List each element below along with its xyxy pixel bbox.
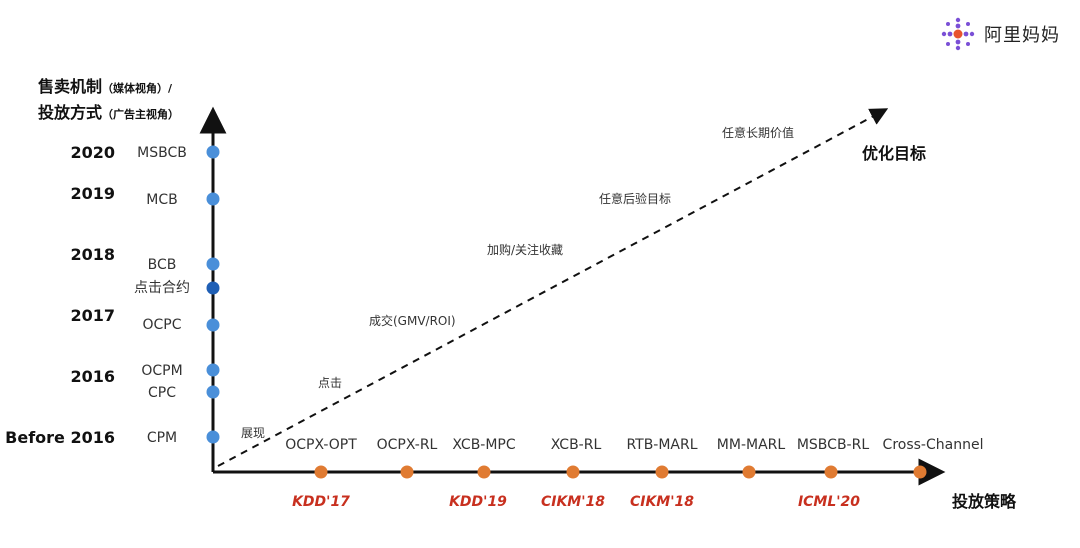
mechanism-dot [206, 281, 220, 295]
strategy-dot [913, 465, 927, 479]
year-label: 2018 [70, 245, 115, 264]
objective-arrow [217, 108, 889, 467]
svg-text:投放方式（广告主视角）: 投放方式（广告主视角） [38, 103, 179, 122]
mechanism-label: CPC [148, 385, 176, 401]
mechanism-label: 点击合约 [134, 280, 190, 296]
strategy-dot [742, 465, 756, 479]
mechanism-dot [206, 318, 220, 332]
mechanism-dot [206, 257, 220, 271]
year-label: 2020 [70, 143, 115, 162]
strategy-label: MM-MARL [717, 437, 786, 453]
title-line2: 投放方式 [38, 103, 102, 122]
strategy-dot [314, 465, 328, 479]
mechanism-labels: MSBCB MCB BCB 点击合约 OCPC OCPM CPC CPM [134, 145, 190, 446]
mechanism-dot [206, 363, 220, 377]
strategy-label: OCPX-OPT [285, 437, 357, 453]
objective-label: 任意后验目标 [599, 191, 671, 206]
mechanism-dot [206, 385, 220, 399]
strategy-label: Cross-Channel [883, 437, 984, 453]
mechanism-dot [206, 430, 220, 444]
mechanism-dots [206, 145, 220, 444]
alimama-logo-icon [941, 17, 975, 51]
mechanism-label: OCPM [141, 363, 182, 379]
mechanism-label: CPM [147, 430, 177, 446]
mechanism-label: OCPC [142, 317, 181, 333]
strategy-dot [655, 465, 669, 479]
strategy-label: XCB-RL [551, 437, 602, 453]
title-line1-note: （媒体视角）/ [102, 81, 173, 95]
title-line1: 售卖机制 [38, 77, 102, 96]
brand-logo: 阿里妈妈 [940, 16, 1060, 52]
strategy-label: OCPX-RL [377, 437, 438, 453]
mechanism-dot [206, 145, 220, 159]
objective-label: 加购/关注收藏 [487, 242, 563, 257]
year-labels: 2020 2019 2018 2017 2016 Before 2016 [5, 143, 115, 447]
objective-label: 成交(GMV/ROI) [369, 313, 456, 328]
venue-label: CIKM'18 [541, 494, 605, 510]
strategy-label: XCB-MPC [452, 437, 516, 453]
year-label: Before 2016 [5, 428, 115, 447]
strategy-label: MSBCB-RL [797, 437, 869, 453]
brand-name: 阿里妈妈 [984, 25, 1060, 46]
mechanism-label: MCB [146, 192, 177, 208]
venue-label: KDD'19 [449, 494, 507, 510]
year-label: 2019 [70, 184, 115, 203]
venue-label: KDD'17 [292, 494, 350, 510]
venue-label: ICML'20 [798, 494, 860, 510]
mechanism-dot [206, 192, 220, 206]
objective-label: 任意长期价值 [722, 125, 794, 140]
strategy-label: RTB-MARL [626, 437, 697, 453]
venue-label: CIKM'18 [630, 494, 694, 510]
objective-labels: 展现 点击 成交(GMV/ROI) 加购/关注收藏 任意后验目标 任意长期价值 [241, 125, 794, 440]
objective-label: 展现 [241, 426, 265, 440]
venue-labels: KDD'17 KDD'19 CIKM'18 CIKM'18 ICML'20 [292, 494, 860, 510]
strategy-dot [566, 465, 580, 479]
goal-label: 优化目标 [862, 144, 926, 163]
strategy-dots [314, 465, 927, 479]
strategy-dot [824, 465, 838, 479]
strategy-dot [400, 465, 414, 479]
strategy-dot [477, 465, 491, 479]
objective-label: 点击 [318, 376, 342, 390]
x-axis-label: 投放策略 [952, 492, 1017, 511]
mechanism-label: BCB [148, 257, 177, 273]
title-line2-note: （广告主视角） [102, 107, 179, 121]
year-label: 2016 [70, 367, 115, 386]
mechanism-label: MSBCB [137, 145, 187, 161]
svg-text:售卖机制（媒体视角）/: 售卖机制（媒体视角）/ [38, 77, 173, 96]
year-label: 2017 [70, 306, 115, 325]
strategy-labels: OCPX-OPT OCPX-RL XCB-MPC XCB-RL RTB-MARL… [285, 437, 983, 453]
